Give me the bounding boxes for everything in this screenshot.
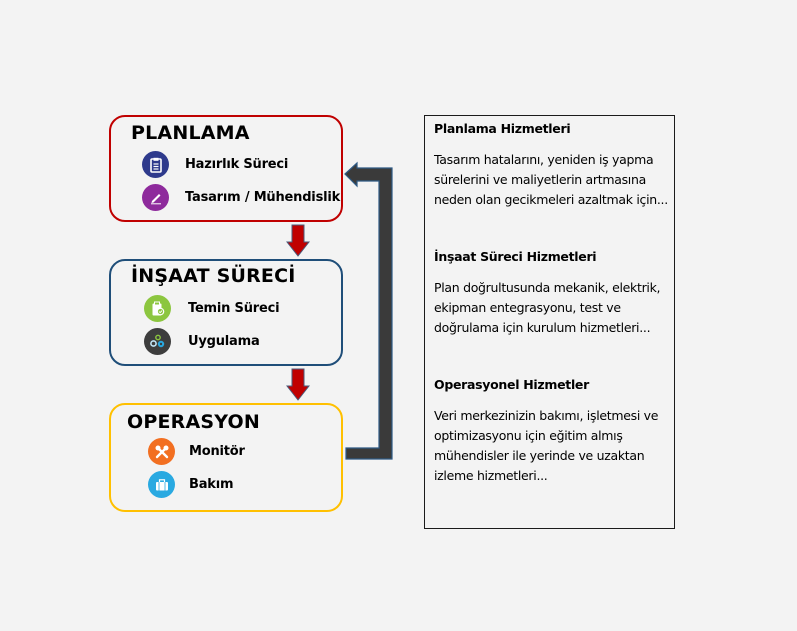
service-section-insaat: İnşaat Süreci Hizmetleri Plan doğrultusu… [434,249,668,338]
down-arrow [286,368,310,401]
clipboard-icon [142,151,169,178]
phase-item: Uygulama [144,328,260,355]
phase-operasyon: OPERASYON Monitör Bakım [109,403,343,512]
pen-icon [142,184,169,211]
phase-item: Tasarım / Mühendislik [142,184,340,211]
phase-title: PLANLAMA [131,122,250,144]
phase-item: Bakım [148,471,234,498]
service-description: Tasarım hatalarını, yeniden iş yapma sür… [434,152,668,207]
service-heading: İnşaat Süreci Hizmetleri [434,249,597,264]
service-section-planlama: Planlama Hizmetleri Tasarım hatalarını, … [434,121,668,210]
phase-title: OPERASYON [127,411,261,433]
gears-icon [144,328,171,355]
phase-item: Hazırlık Süreci [142,151,288,178]
item-label: Temin Süreci [188,301,280,316]
service-description: Veri merkezinizin bakımı, işletmesi ve o… [434,408,659,483]
item-label: Bakım [189,477,234,492]
down-arrow [286,224,310,257]
service-section-operasyon: Operasyonel Hizmetler Veri merkezinizin … [434,377,668,486]
item-label: Tasarım / Mühendislik [185,190,341,205]
phase-insaat-sureci: İNŞAAT SÜRECİ Temin Süreci Uygulama [109,259,343,366]
phase-item: Temin Süreci [144,295,280,322]
phase-item: Monitör [148,438,245,465]
return-arrow [344,161,393,460]
phase-title: İNŞAAT SÜRECİ [131,265,296,287]
tools-icon [148,438,175,465]
item-label: Uygulama [188,334,260,349]
procurement-icon [144,295,171,322]
phase-planlama: PLANLAMA Hazırlık Süreci Tasarım / Mühen… [109,115,343,222]
briefcase-icon [148,471,175,498]
service-heading: Operasyonel Hizmetler [434,377,589,392]
services-panel: Planlama Hizmetleri Tasarım hatalarını, … [424,115,675,529]
item-label: Hazırlık Süreci [185,157,289,172]
item-label: Monitör [189,444,245,459]
service-heading: Planlama Hizmetleri [434,121,571,136]
service-description: Plan doğrultusunda mekanik, elektrik, ek… [434,280,661,335]
